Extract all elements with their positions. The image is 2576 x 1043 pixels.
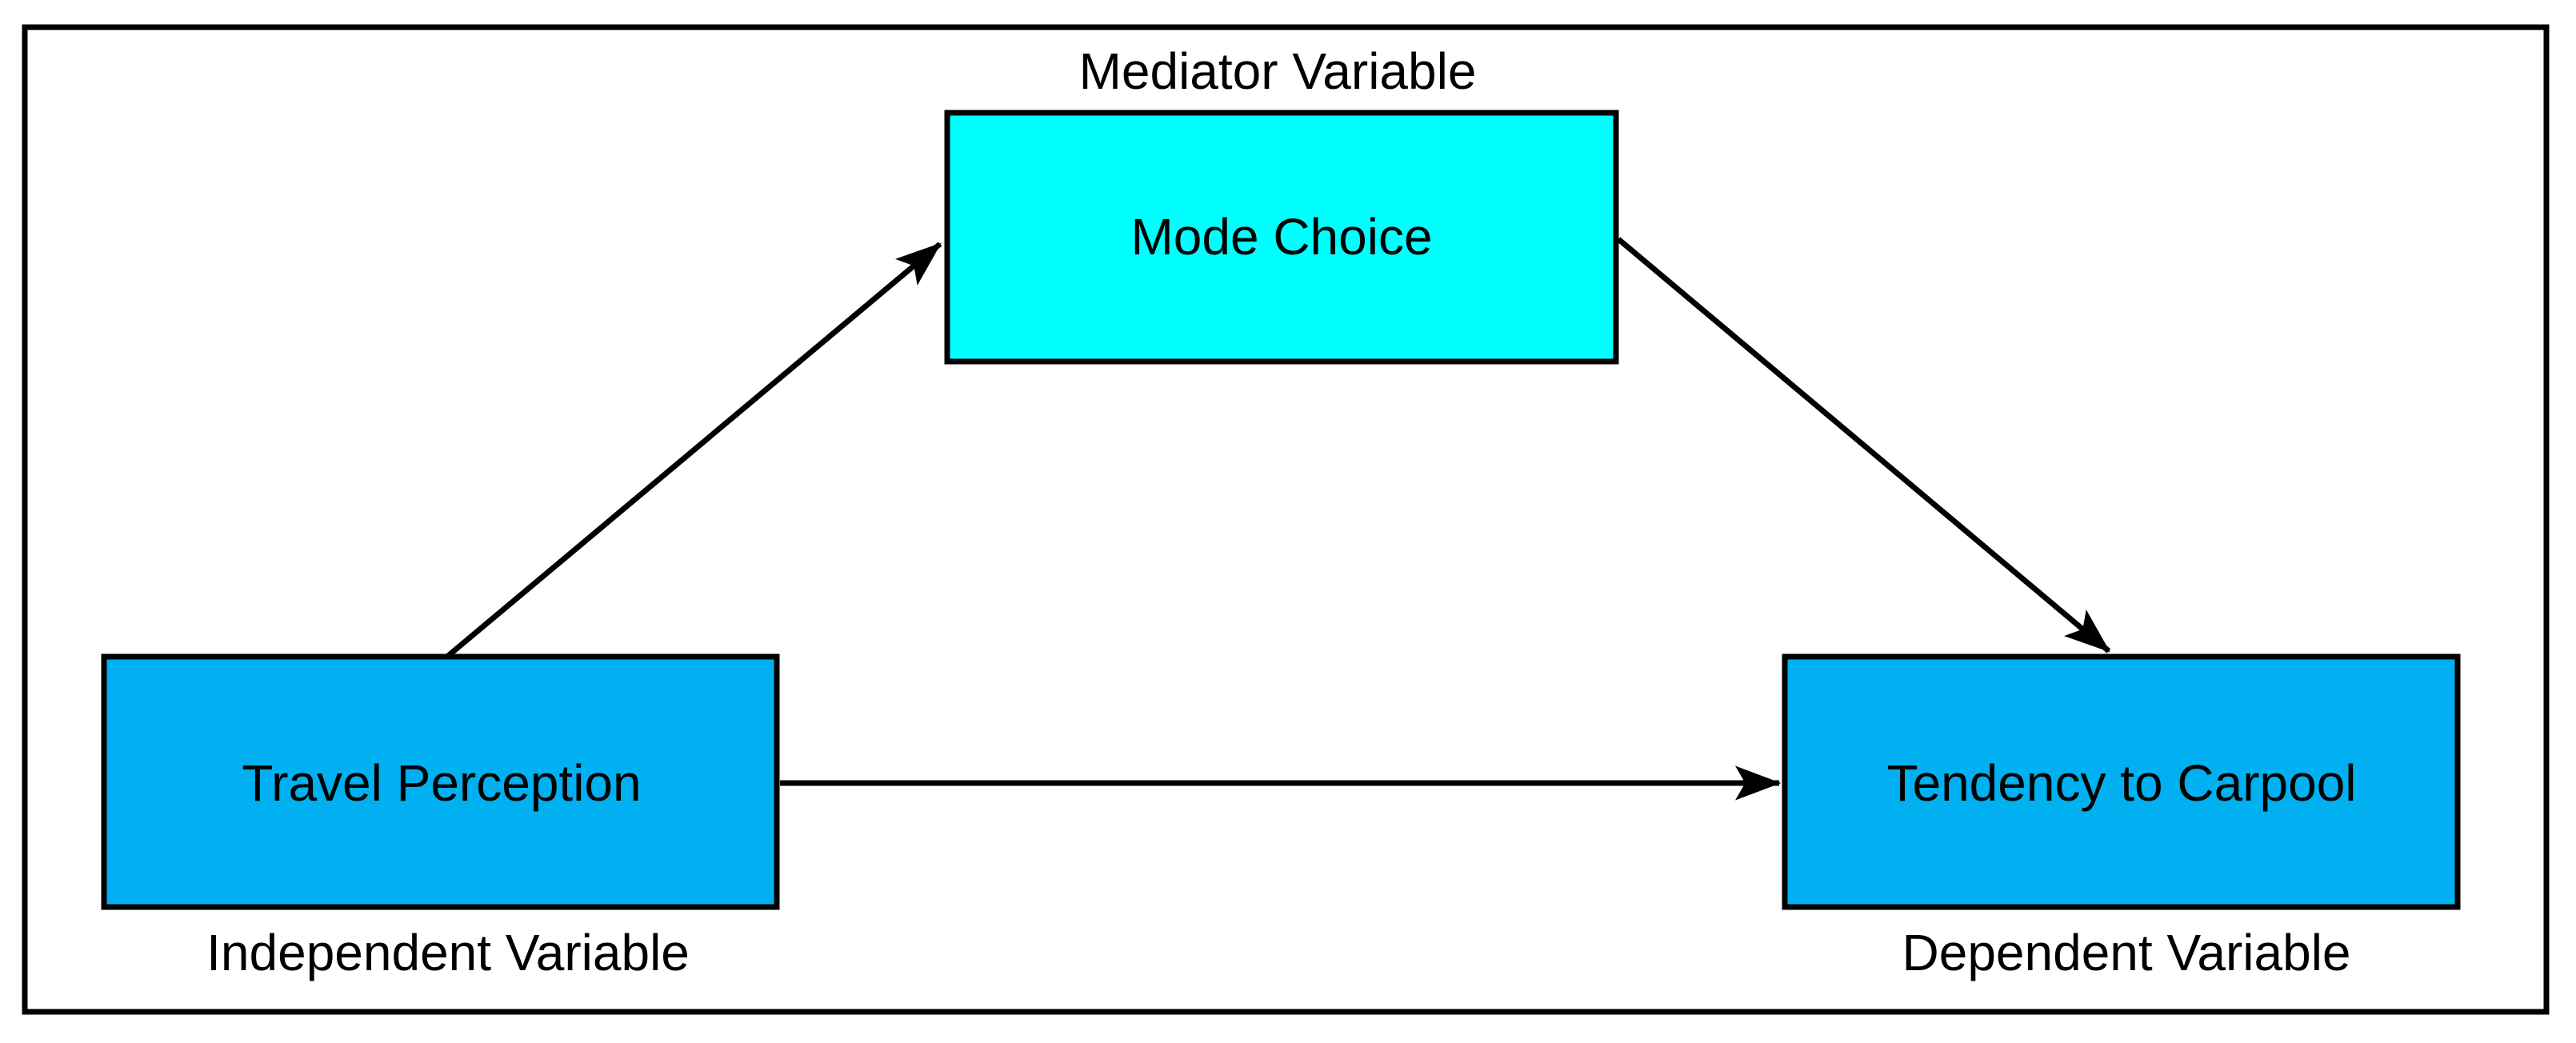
- mediator-node-label: Mode Choice: [1130, 208, 1432, 266]
- dependent-role-label: Dependent Variable: [1902, 924, 2351, 981]
- arrow-mediator-to-dependent: [1616, 237, 2111, 653]
- mediator-box: [944, 110, 1619, 365]
- independent-node: Travel Perception Independent Variable: [101, 653, 780, 981]
- mediator-role-label: Mediator Variable: [1079, 42, 1477, 100]
- independent-node-label: Travel Perception: [242, 754, 641, 812]
- mediator-node: Mediator Variable Mode Choice: [944, 42, 1619, 365]
- independent-role-label: Independent Variable: [206, 924, 690, 981]
- dependent-box: [1782, 653, 2461, 910]
- dependent-node-label: Tendency to Carpool: [1886, 754, 2356, 812]
- arrow-independent-to-mediator: [446, 242, 942, 658]
- independent-box: [101, 653, 780, 910]
- dependent-node: Tendency to Carpool Dependent Variable: [1782, 653, 2461, 981]
